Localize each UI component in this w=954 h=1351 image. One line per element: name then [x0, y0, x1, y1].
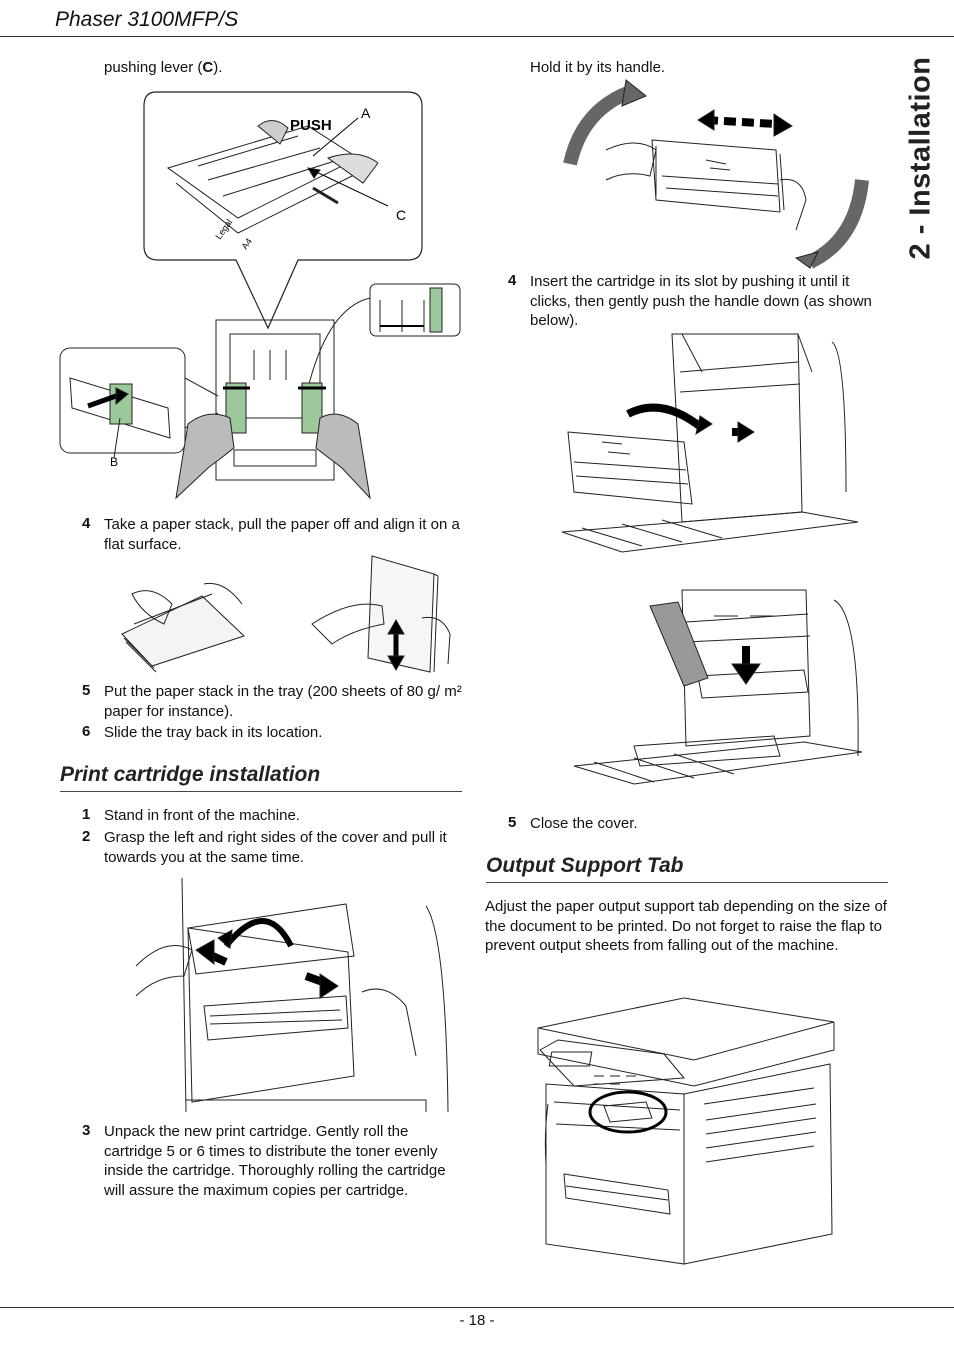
cartridge-roll-illustration [566, 80, 866, 268]
pc-step3-number: 3 [82, 1122, 91, 1139]
pc-step2-text: Grasp the left and right sides of the co… [104, 829, 447, 866]
chapter-tab-label: 2 - Installation [904, 56, 937, 260]
r-step5-text: Close the cover. [530, 815, 638, 832]
output-support-body: Adjust the paper output support tab depe… [485, 898, 887, 954]
insert-cartridge-illustration [562, 332, 860, 552]
machine-output-tab-illustration [534, 994, 838, 1266]
pc-step1-text: Stand in front of the machine. [104, 807, 300, 824]
intro-line-pre: pushing lever ( [104, 59, 203, 76]
section-title-output-support: Output Support Tab [486, 854, 684, 877]
r-step5-number: 5 [508, 814, 517, 831]
open-cover-illustration [126, 876, 456, 1112]
step6-text: Slide the tray back in its location. [104, 724, 323, 741]
step4-text: Take a paper stack, pull the paper off a… [104, 516, 460, 553]
section-rule-left [60, 791, 462, 792]
step6-number: 6 [82, 723, 91, 740]
header-title: Phaser 3100MFP/S [55, 8, 239, 31]
r-step4-text: Insert the cartridge in its slot by push… [530, 273, 872, 329]
step5-text: Put the paper stack in the tray (200 she… [104, 683, 462, 720]
pc-step3-text: Unpack the new print cartridge. Gently r… [104, 1123, 446, 1199]
section-rule-right [486, 882, 888, 883]
intro-line: pushing lever (C). [104, 58, 222, 78]
fig1-label-legal: Legal [213, 217, 234, 241]
page-number: - 18 - [459, 1312, 495, 1329]
paper-tray-illustration: PUSH A C Legal A4 B [58, 88, 464, 500]
pc-step2-number: 2 [82, 828, 91, 845]
footer-divider [0, 1307, 954, 1308]
paper-stack-illustration [112, 554, 452, 672]
header-divider [0, 36, 954, 37]
fig1-label-a: A [361, 105, 371, 121]
handle-down-illustration [574, 586, 864, 786]
section-title-print-cartridge: Print cartridge installation [60, 763, 321, 786]
step4-number: 4 [82, 515, 91, 532]
fig1-label-c: C [396, 207, 406, 223]
pc-step1-number: 1 [82, 806, 91, 823]
hold-handle-text: Hold it by its handle. [530, 59, 666, 76]
intro-line-bold: C [202, 59, 214, 76]
fig1-push-label: PUSH [290, 117, 332, 134]
step5-number: 5 [82, 682, 91, 699]
r-step4-number: 4 [508, 272, 517, 289]
fig1-label-a4: A4 [239, 236, 254, 251]
fig1-label-b: B [110, 455, 118, 469]
intro-line-post: ). [213, 59, 223, 76]
chapter-tab: 2 - Installation [896, 56, 946, 260]
